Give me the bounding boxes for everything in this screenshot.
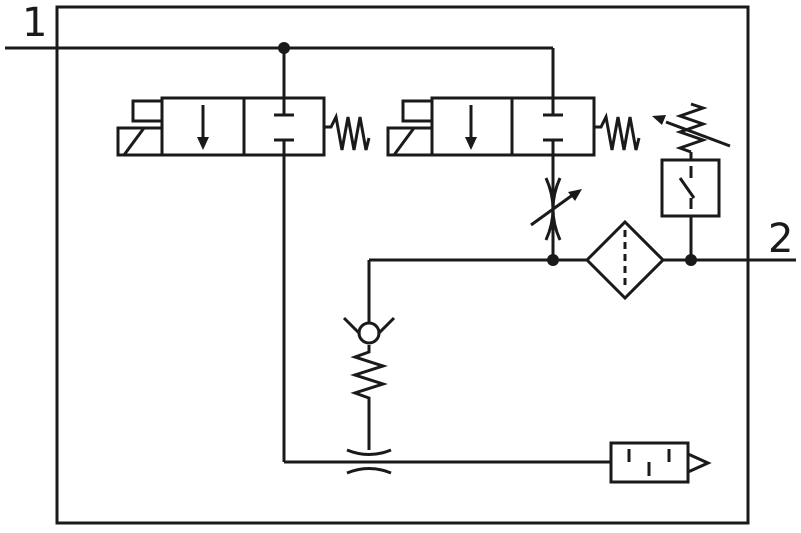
solenoid-actuator xyxy=(386,99,434,157)
enclosure-frame xyxy=(55,5,750,525)
junction-dot xyxy=(278,42,290,54)
silencer xyxy=(609,441,712,484)
port-label-1: 1 xyxy=(22,0,47,46)
fixed-throttle xyxy=(346,448,392,475)
check-valve-spring xyxy=(350,345,388,405)
check-valve xyxy=(342,316,396,405)
solenoid-actuator xyxy=(116,99,164,157)
return-spring xyxy=(594,112,641,151)
junction-dot xyxy=(547,254,559,266)
valve-right xyxy=(386,96,641,157)
pressure-switch-spring xyxy=(675,102,708,154)
supply-line xyxy=(5,42,555,98)
return-spring xyxy=(324,112,371,151)
pressure-switch xyxy=(652,102,731,260)
port-label-2: 2 xyxy=(768,216,793,262)
valve-left xyxy=(116,96,371,157)
filter xyxy=(584,219,666,301)
adjustable-throttle xyxy=(530,177,582,241)
